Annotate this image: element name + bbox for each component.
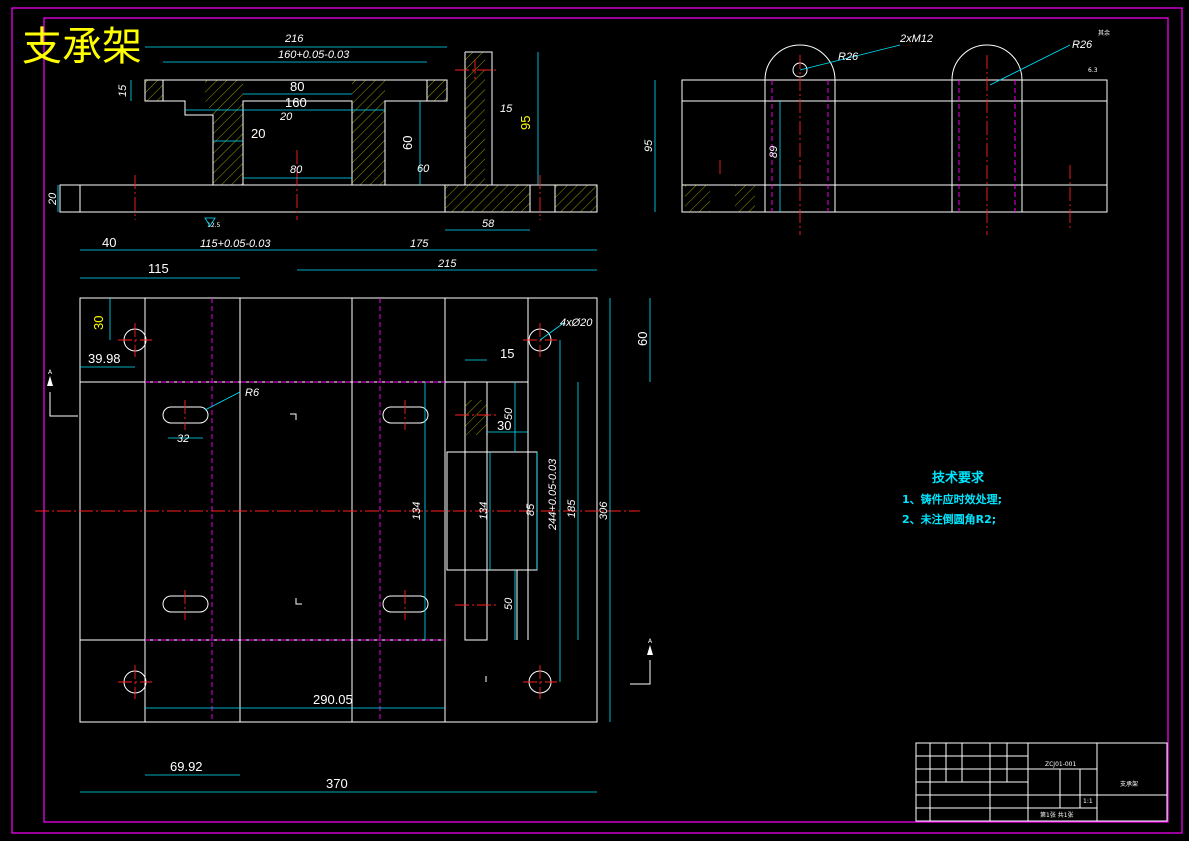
dim-20-b: 20	[279, 111, 293, 123]
dim-58: 58	[482, 218, 495, 230]
dim-80-top: 80	[290, 79, 304, 94]
tech-req-item-2: 2、未注倒圆角R2;	[902, 512, 996, 526]
dim-185: 185	[566, 499, 578, 518]
dim-40: 40	[102, 235, 116, 250]
dim-39-98: 39.98	[88, 351, 121, 366]
thread-2xM12: 2xM12	[899, 33, 933, 45]
tech-req-heading: 技术要求	[932, 470, 985, 486]
dim-15-top: 15	[500, 346, 514, 361]
dim-r6: R6	[245, 387, 260, 399]
dim-95-side: 95	[643, 139, 655, 152]
tech-req-item-1: 1、铸件应时效处理;	[902, 492, 1002, 506]
tb-drawing-number: ZCJ01-001	[1045, 761, 1077, 768]
dim-95: 95	[518, 116, 533, 130]
dim-370: 370	[326, 776, 348, 791]
dim-115-tol: 115+0.05-0.03	[200, 238, 271, 250]
dim-115: 115	[148, 261, 169, 276]
dim-15-right: 15	[500, 103, 513, 115]
dim-134-a: 134	[411, 502, 423, 520]
dim-134-b: 134	[478, 502, 490, 520]
dim-32: 32	[177, 433, 189, 445]
dim-80-bottom: 80	[290, 164, 303, 176]
dim-50-b: 50	[503, 597, 515, 610]
dim-15-left: 15	[117, 84, 129, 97]
dim-60-b: 60	[417, 163, 430, 175]
section-arrow-a-left: A	[48, 369, 53, 376]
dim-290-05: 290.05	[313, 692, 353, 707]
dim-306: 306	[598, 501, 610, 520]
dim-20-base: 20	[47, 192, 59, 206]
dim-244-tol: 244+0.05-0.03	[547, 458, 559, 531]
dim-216: 216	[284, 33, 304, 45]
dim-69-92: 69.92	[170, 759, 203, 774]
roughness-rest: 其余	[1098, 29, 1110, 37]
tb-part-name: 支承架	[1120, 780, 1138, 788]
title-block: ZCJ01-001 支承架 1:1 第1张 共1张	[915, 742, 1168, 822]
side-view: 2xM12 R26 R26 95 89 6.3 其余	[643, 29, 1110, 235]
dim-215: 215	[437, 258, 457, 270]
tb-scale: 1:1	[1083, 798, 1093, 805]
dim-30-b: 30	[497, 418, 511, 433]
dim-60: 60	[400, 136, 415, 150]
dim-30: 30	[91, 316, 106, 330]
dim-r26-a: R26	[838, 51, 859, 63]
dim-160-tol: 160+0.05-0.03	[278, 49, 350, 61]
dim-160: 160	[285, 95, 307, 110]
tb-sheet: 第1张 共1张	[1040, 811, 1074, 819]
dim-89: 89	[768, 146, 780, 158]
drawing-title: 支承架	[22, 24, 142, 70]
dim-50-a: 50	[503, 407, 515, 420]
dim-175: 175	[410, 238, 429, 250]
dim-60-top: 60	[635, 332, 650, 346]
inner-frame	[43, 17, 1169, 823]
dim-20: 20	[251, 126, 265, 141]
section-arrow-a-right: A	[648, 638, 653, 645]
dim-r26-b: R26	[1072, 39, 1093, 51]
outer-frame	[11, 7, 1183, 834]
roughness-12-5: 12.5	[207, 222, 221, 229]
dim-4xd20: 4xØ20	[560, 317, 593, 329]
top-view: 115 30 39.98 R6 32 4xØ20 15 30 50 134 13…	[35, 261, 653, 793]
technical-requirements: 技术要求 1、铸件应时效处理; 2、未注倒圆角R2;	[902, 470, 1002, 526]
roughness-6-3: 6.3	[1088, 67, 1098, 74]
dim-85: 85	[525, 503, 537, 516]
front-section-view: 216 160+0.05-0.03 80 160 20 20 80 60 60 …	[47, 33, 598, 271]
